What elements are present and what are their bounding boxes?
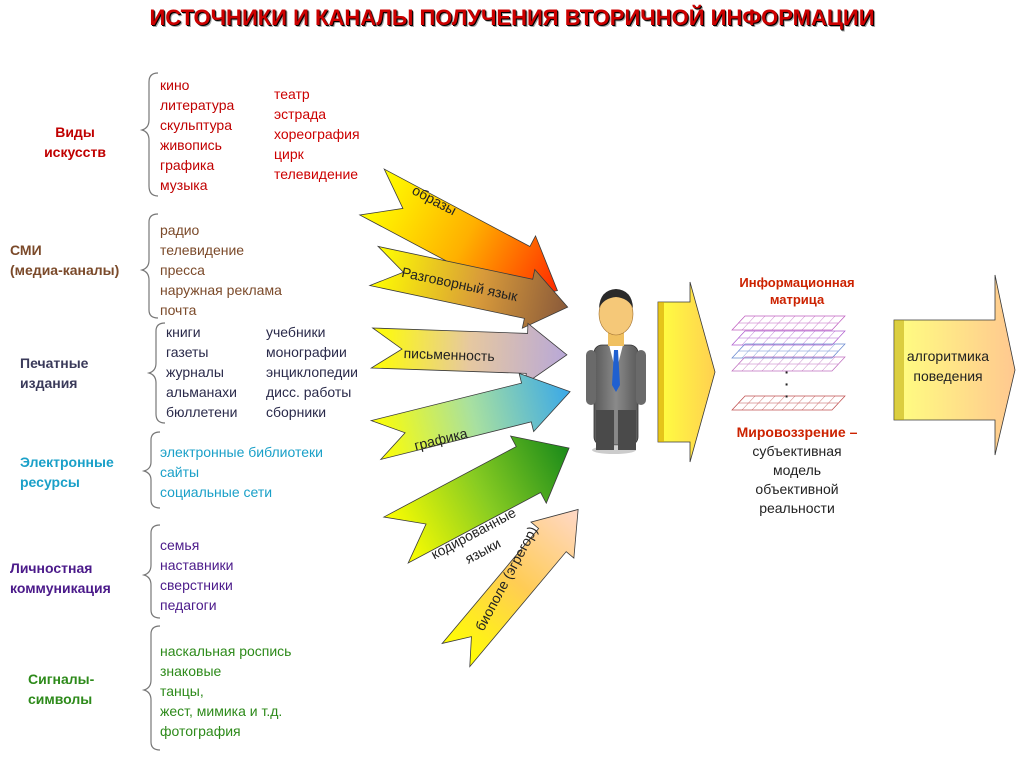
arrow-graphics [369, 372, 571, 461]
person-figure [586, 289, 646, 454]
brace-personal [141, 524, 161, 619]
worldview-heading: Мировоззрение – [736, 424, 858, 440]
brace-electronic [141, 431, 161, 509]
info-matrix [731, 315, 846, 411]
arrow-to-matrix [657, 281, 716, 463]
matrix-ellipsis: ··· [784, 364, 790, 404]
source-label-media: СМИ(медиа-каналы) [10, 242, 120, 278]
source-braces [139, 72, 166, 751]
brace-print [146, 322, 166, 424]
brace-arts [139, 72, 159, 197]
arrow-coded [382, 435, 570, 564]
brace-signals [141, 625, 161, 751]
arrow-speech [368, 245, 569, 329]
channel-arrows [358, 168, 579, 668]
source-label-signals: Сигналы-символы [28, 671, 95, 707]
brace-media [139, 213, 159, 319]
arrow-biofield [441, 508, 579, 668]
page-title: ИСТОЧНИКИ И КАНАЛЫ ПОЛУЧЕНИЯ ВТОРИЧНОЙ И… [149, 5, 875, 30]
channel-label-writing: письменность [403, 344, 495, 365]
algorithm-arrow [893, 274, 1016, 456]
